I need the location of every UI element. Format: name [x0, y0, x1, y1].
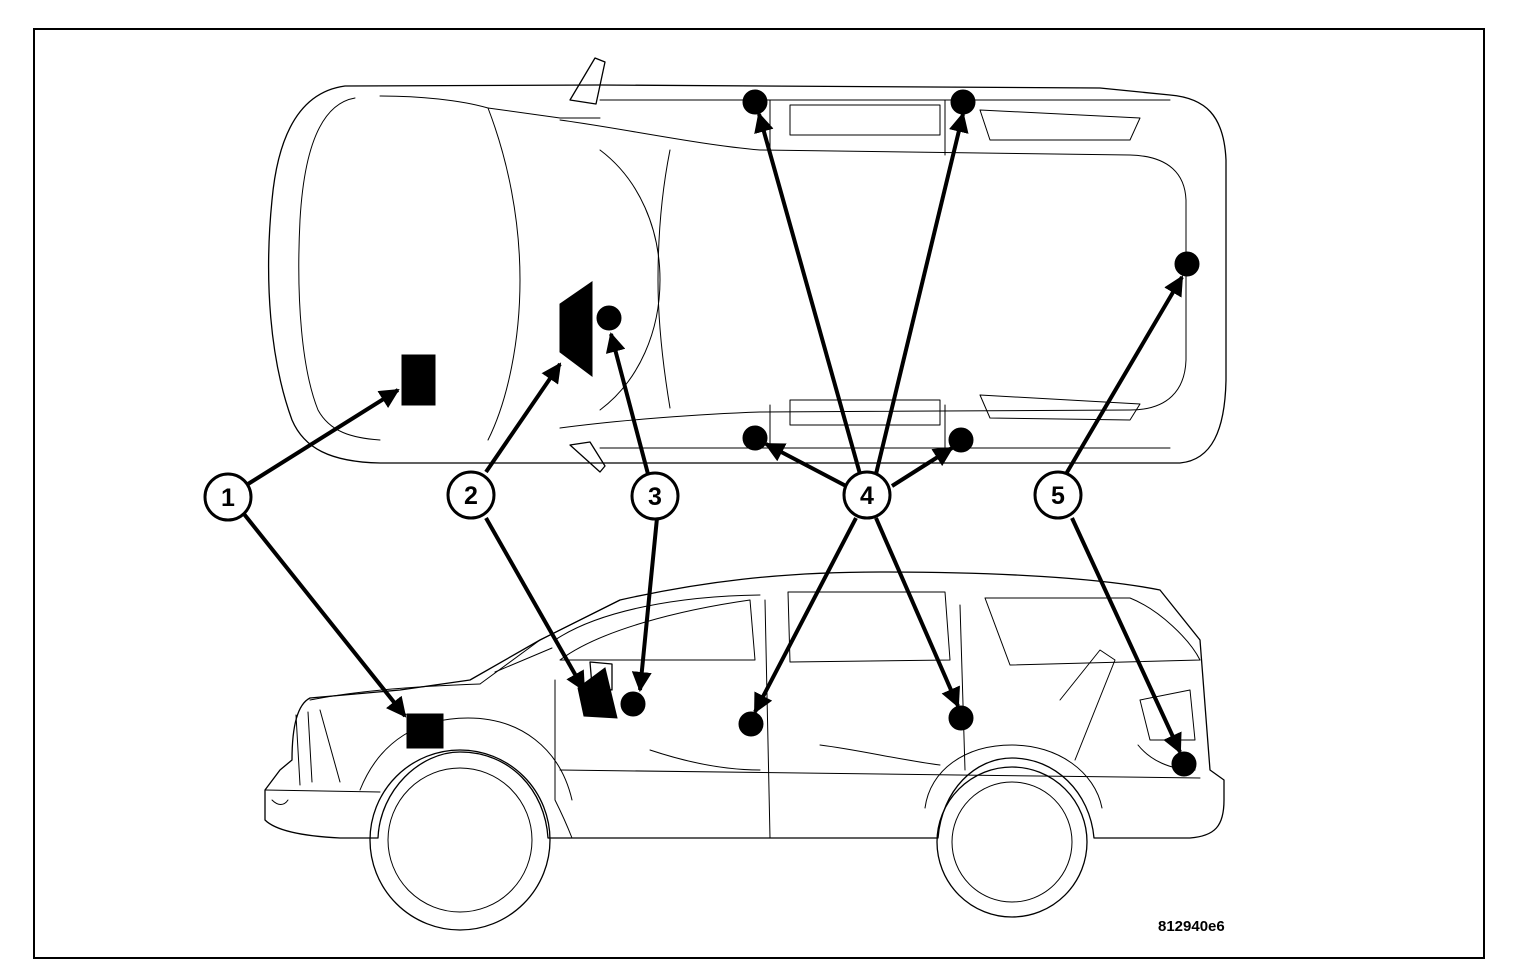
callout-4: 4 [842, 470, 892, 520]
component-4-side-front-marker [738, 711, 764, 737]
leader-arrows [242, 112, 1184, 754]
component-5-side-marker [1171, 751, 1197, 777]
component-3-side-marker [620, 691, 646, 717]
vehicle-top-view [267, 57, 1227, 473]
callout-5: 5 [1033, 470, 1083, 520]
component-4-top-left-front-marker [742, 89, 768, 115]
component-3-top-marker [596, 305, 622, 331]
callout-1: 1 [203, 472, 253, 522]
component-4-side-rear-marker [948, 705, 974, 731]
component-1-top-marker [401, 354, 436, 406]
component-2-side-marker [577, 667, 618, 719]
callout-3: 3 [630, 471, 680, 521]
callout-4-label: 4 [860, 482, 874, 510]
figure-id: 812940e6 [1158, 918, 1225, 935]
vehicle-side-view [264, 571, 1225, 931]
component-4-top-left-rear-marker [950, 89, 976, 115]
component-5-top-marker [1174, 251, 1200, 277]
component-markers [401, 89, 1200, 777]
component-4-top-right-rear-marker [948, 427, 974, 453]
callout-2-label: 2 [464, 482, 478, 510]
callout-1-label: 1 [221, 484, 235, 512]
component-1-side-marker [406, 713, 444, 749]
component-4-top-right-front-marker [742, 425, 768, 451]
callout-5-label: 5 [1051, 482, 1065, 510]
callout-2: 2 [446, 470, 496, 520]
component-2-top-marker [559, 281, 593, 377]
callout-3-label: 3 [648, 483, 662, 511]
diagram-border [33, 28, 1485, 959]
